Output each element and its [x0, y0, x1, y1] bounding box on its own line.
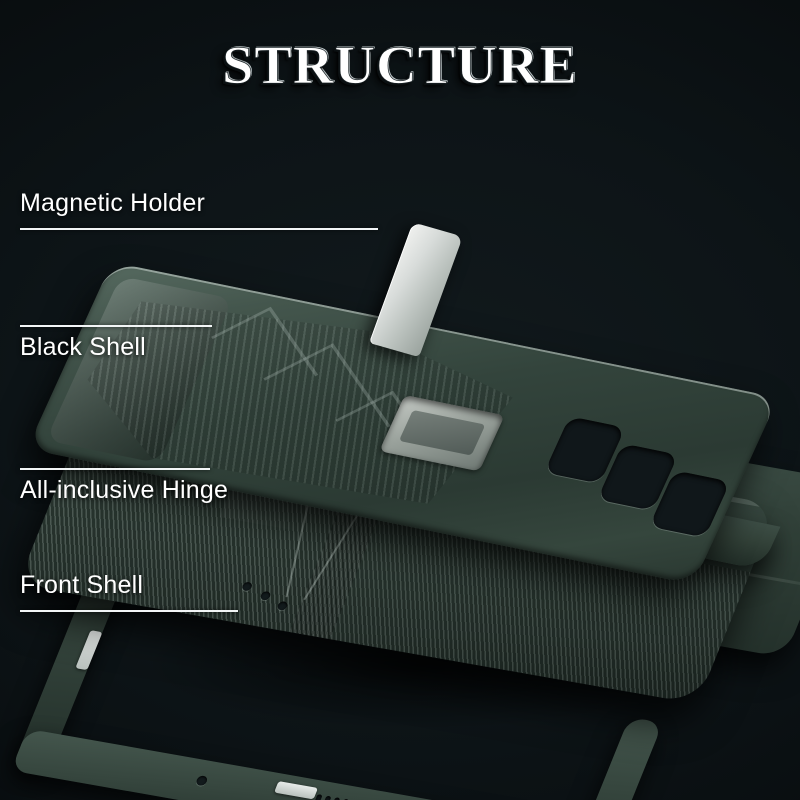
- callout-label-magnetic-holder: Magnetic Holder: [20, 189, 206, 217]
- leader-line-all-inclusive-hinge: [20, 468, 210, 470]
- page-title: STRUCTURE: [222, 35, 578, 96]
- callout-all-inclusive-hinge: All-inclusive Hinge: [20, 476, 229, 504]
- callout-black-shell: Black Shell: [20, 333, 146, 361]
- speaker-grille: [314, 794, 393, 800]
- callout-front-shell: Front Shell: [20, 571, 144, 599]
- front-shell-right-arm: [568, 717, 663, 800]
- callout-label-black-shell: Black Shell: [20, 333, 146, 361]
- callout-label-front-shell: Front Shell: [20, 571, 144, 599]
- leader-line-black-shell: [20, 325, 212, 327]
- leader-line-magnetic-holder: [20, 228, 378, 230]
- leader-line-front-shell: [20, 610, 238, 612]
- callout-magnetic-holder: Magnetic Holder: [20, 189, 206, 217]
- port-hole-bottom: [194, 775, 209, 787]
- callout-label-all-inclusive-hinge: All-inclusive Hinge: [20, 476, 229, 504]
